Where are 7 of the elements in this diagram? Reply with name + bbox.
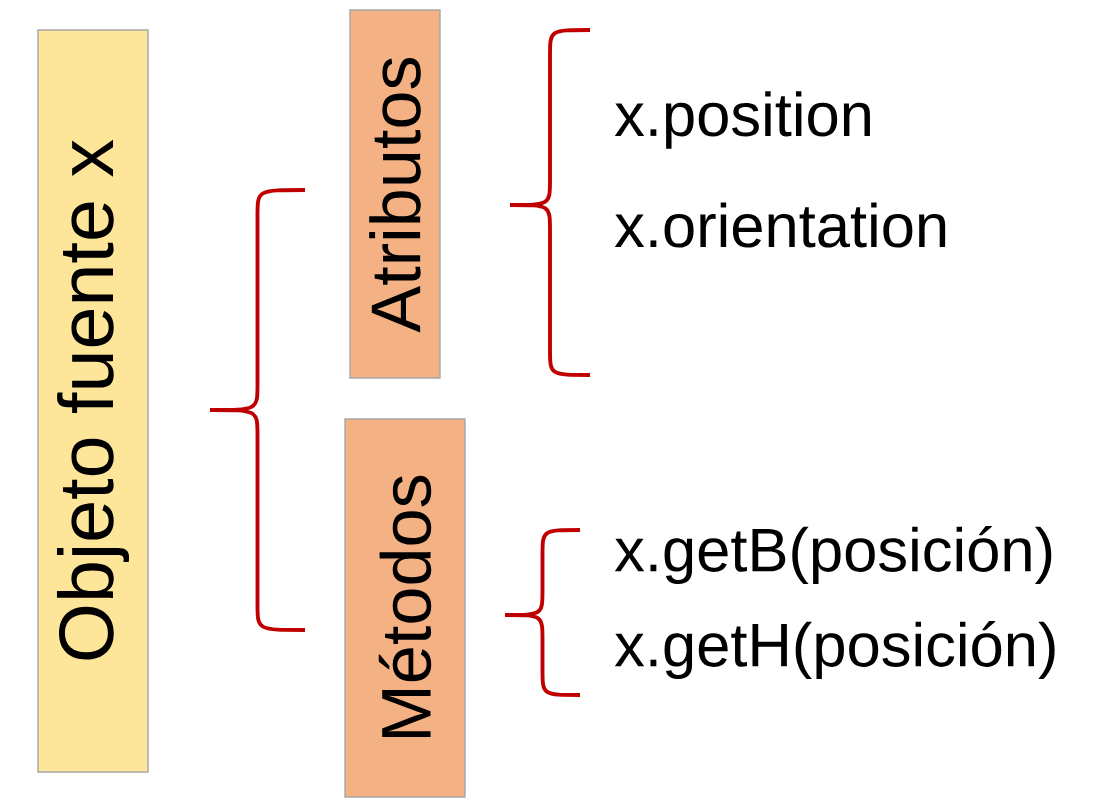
method-text: x.position (614, 91, 870, 149)
label-box: Métodos (344, 418, 466, 798)
label-box: Atributos (349, 9, 441, 379)
method-text: x.orientation (614, 202, 946, 248)
method-text: x.getH(posición) (614, 621, 1055, 680)
method-text: x.getB(posición) (614, 526, 1052, 585)
label-box: Objeto fuente x (37, 29, 149, 773)
